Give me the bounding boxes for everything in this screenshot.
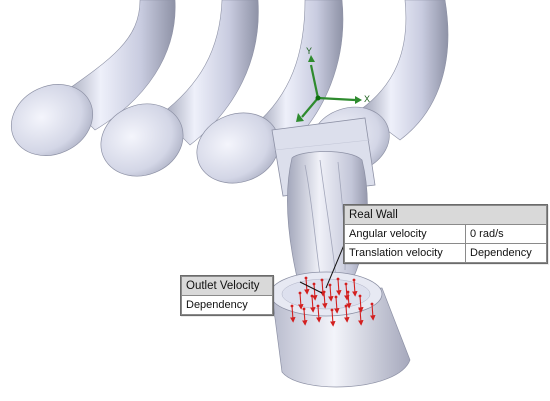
triad-z-axis [301, 97, 319, 118]
real-wall-leader [325, 244, 345, 289]
runner-pipe-2 [100, 0, 259, 177]
velocity-arrow-icon [336, 278, 342, 296]
velocity-arrow-dot [334, 295, 338, 299]
velocity-arrows [290, 276, 376, 327]
velocity-arrow-dot [344, 304, 348, 308]
translation-velocity-value: Dependency [465, 243, 547, 263]
real-wall-title: Real Wall [344, 205, 547, 225]
coordinate-triad-icon[interactable] [296, 55, 362, 122]
velocity-arrow-dot [316, 304, 320, 308]
velocity-arrow-dot [336, 277, 340, 281]
outlet-velocity-row: Dependency [181, 295, 273, 315]
triad-y-axis [309, 64, 320, 99]
velocity-arrow-dot [320, 278, 324, 282]
velocity-arrow-icon [346, 291, 352, 309]
velocity-arrow-dot [344, 282, 348, 286]
translation-velocity-label: Translation velocity [344, 243, 466, 263]
velocity-arrow-icon [330, 309, 336, 327]
triad-x-axis [317, 96, 356, 102]
velocity-arrow-icon [316, 305, 322, 323]
runner-pipe-1 [10, 0, 176, 156]
velocity-arrow-icon [334, 296, 340, 314]
real-wall-header: Real Wall [344, 205, 547, 225]
runner-pipe-3 [196, 0, 344, 184]
triad-x-label: X [364, 94, 371, 104]
angular-velocity-label: Angular velocity [344, 224, 466, 244]
velocity-arrow-icon [344, 305, 350, 323]
real-wall-callout[interactable]: Real Wall Angular velocity 0 rad/s Trans… [343, 204, 548, 264]
outlet-velocity-title: Outlet Velocity [181, 276, 273, 296]
velocity-arrow-dot [304, 276, 308, 280]
velocity-arrow-dot [312, 282, 316, 286]
velocity-arrow-icon [344, 283, 350, 301]
outlet-tube [269, 271, 411, 388]
outlet-leader [299, 281, 323, 294]
outlet-velocity-value: Dependency [181, 295, 273, 315]
velocity-arrow-dot [330, 308, 334, 312]
velocity-arrow-dot [346, 290, 350, 294]
triad-x-arrowhead [355, 96, 362, 104]
velocity-arrow-icon [322, 291, 328, 309]
velocity-arrow-icon [352, 279, 358, 297]
outlet-velocity-table: Outlet Velocity Dependency [181, 276, 273, 315]
triad-origin [315, 95, 321, 101]
velocity-arrow-dot [322, 290, 326, 294]
velocity-arrow-dot [358, 307, 362, 311]
velocity-arrow-icon [302, 308, 308, 326]
real-wall-table: Real Wall Angular velocity 0 rad/s Trans… [344, 205, 547, 263]
outlet-velocity-header: Outlet Velocity [181, 276, 273, 296]
velocity-arrow-dot [370, 302, 374, 306]
real-wall-row: Translation velocity Dependency [344, 243, 547, 263]
velocity-arrow-icon [358, 308, 364, 326]
triad-y-arrowhead [308, 55, 315, 62]
velocity-arrow-icon [358, 295, 364, 313]
velocity-arrow-dot [302, 307, 306, 311]
velocity-arrow-dot [352, 278, 356, 282]
velocity-arrow-icon [298, 292, 304, 310]
angular-velocity-value: 0 rad/s [465, 224, 547, 244]
velocity-arrow-icon [310, 295, 316, 313]
velocity-arrow-icon [290, 305, 296, 323]
velocity-arrow-dot [290, 304, 294, 308]
triad-z-arrowhead [296, 113, 304, 122]
triad-y-label: Y [306, 46, 313, 56]
velocity-arrow-icon [328, 284, 334, 302]
velocity-arrow-icon [370, 303, 376, 321]
velocity-arrow-dot [310, 294, 314, 298]
outlet-velocity-callout[interactable]: Outlet Velocity Dependency [180, 275, 274, 316]
velocity-arrow-dot [328, 283, 332, 287]
velocity-arrow-dot [298, 291, 302, 295]
velocity-arrow-icon [312, 283, 318, 301]
velocity-arrow-dot [358, 294, 362, 298]
real-wall-row: Angular velocity 0 rad/s [344, 224, 547, 244]
